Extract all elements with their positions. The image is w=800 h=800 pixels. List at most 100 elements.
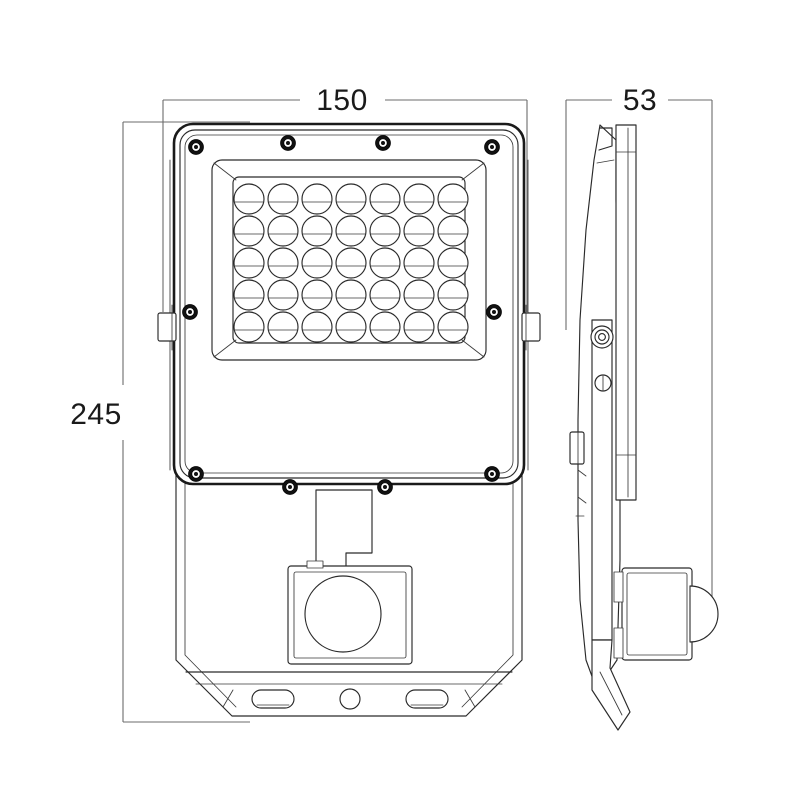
- screw: [484, 466, 500, 482]
- led-diode: [301, 279, 333, 311]
- led-row: [369, 247, 401, 279]
- led-diode: [437, 247, 469, 279]
- mounting-tabs: [157, 304, 541, 351]
- side-pivot-bolt: [590, 325, 614, 349]
- led-array: [233, 183, 469, 343]
- led-row: [233, 311, 265, 343]
- led-diode: [233, 247, 265, 279]
- screw: [188, 466, 204, 482]
- led-row: [233, 215, 265, 247]
- led-row: [301, 215, 333, 247]
- led-diode: [403, 215, 435, 247]
- base-mounting-holes: [251, 688, 449, 710]
- screw: [486, 304, 502, 320]
- led-diode: [301, 247, 333, 279]
- led-row: [403, 247, 435, 279]
- pir-sensor-inner-face: [293, 571, 407, 659]
- mounting-tab-left: [157, 312, 177, 342]
- led-row: [335, 183, 367, 215]
- led-diode: [267, 215, 299, 247]
- side-adjust-screw: [594, 374, 612, 392]
- led-row: [267, 279, 299, 311]
- mounting-tab-right: [521, 312, 541, 342]
- led-row: [301, 279, 333, 311]
- side-lens-front-ridge: [598, 127, 613, 151]
- side-view: [569, 124, 719, 731]
- dimension-label-width: 150: [316, 84, 368, 117]
- base-plate-corner-chamfers: [222, 689, 476, 708]
- led-row: [335, 279, 367, 311]
- led-row: [233, 247, 265, 279]
- led-row: [369, 215, 401, 247]
- side-heatsink-slab: [615, 124, 637, 501]
- led-row: [403, 183, 435, 215]
- dimension-height-245: 245: [70, 121, 250, 723]
- housing-face-edge: [184, 134, 514, 474]
- led-diode: [267, 183, 299, 215]
- led-row: [301, 311, 333, 343]
- led-row: [267, 215, 299, 247]
- led-diode: [437, 279, 469, 311]
- led-diode: [301, 215, 333, 247]
- base-slot-left: [251, 689, 295, 709]
- led-diode: [403, 311, 435, 343]
- led-row: [403, 279, 435, 311]
- side-lower-detail-b: [577, 496, 587, 504]
- side-lower-detail-a: [577, 469, 587, 477]
- led-row: [335, 215, 367, 247]
- pir-sensor-side-dome: [689, 585, 719, 643]
- led-row: [437, 183, 469, 215]
- lower-housing-inner-left: [184, 469, 237, 708]
- led-diode: [335, 311, 367, 343]
- led-row: [267, 247, 299, 279]
- led-row: [403, 311, 435, 343]
- led-row: [335, 311, 367, 343]
- led-row: [301, 247, 333, 279]
- housing-screws-bottom: [188, 466, 500, 495]
- led-row: [267, 311, 299, 343]
- lens-frame-corner-bevels: [213, 162, 485, 358]
- led-row: [369, 279, 401, 311]
- led-row: [437, 215, 469, 247]
- led-diode: [233, 183, 265, 215]
- led-diode: [267, 247, 299, 279]
- pir-sensor-lens: [304, 575, 382, 653]
- led-row: [267, 183, 299, 215]
- led-diode: [403, 183, 435, 215]
- led-diode: [369, 247, 401, 279]
- led-diode: [437, 215, 469, 247]
- led-diode: [267, 279, 299, 311]
- led-row: [369, 311, 401, 343]
- side-pir-sensor: [613, 567, 719, 661]
- led-diode: [233, 311, 265, 343]
- led-row: [301, 183, 333, 215]
- led-diode: [369, 215, 401, 247]
- led-row: [233, 279, 265, 311]
- pir-sensor-side-body: [621, 567, 693, 661]
- led-row: [437, 247, 469, 279]
- led-row: [437, 279, 469, 311]
- front-view: [157, 122, 541, 717]
- led-row: [233, 183, 265, 215]
- pir-sensor-side-clip-b: [613, 627, 624, 659]
- screw: [182, 304, 198, 320]
- led-diode: [369, 183, 401, 215]
- led-diode: [369, 311, 401, 343]
- led-diode: [403, 247, 435, 279]
- screw: [188, 139, 204, 155]
- led-row: [437, 311, 469, 343]
- screw: [377, 479, 393, 495]
- dimension-label-height: 245: [70, 398, 122, 431]
- base-slot-right: [405, 689, 449, 709]
- led-diode: [267, 311, 299, 343]
- side-bracket-foot: [591, 639, 631, 731]
- pir-sensor-side-clip-a: [613, 571, 624, 603]
- dimension-width-150: 150: [162, 84, 528, 312]
- side-bracket-foot-inner: [599, 671, 623, 716]
- led-diode: [335, 247, 367, 279]
- screw: [282, 479, 298, 495]
- side-lens-seam: [596, 159, 615, 164]
- screw: [484, 139, 500, 155]
